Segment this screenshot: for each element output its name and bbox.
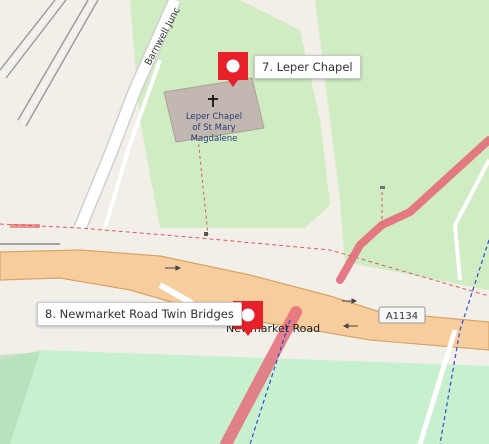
chapel-label-line-2: of St Mary [192,123,235,133]
route-highlight-south[interactable] [220,306,302,444]
cycle-path [249,319,291,444]
railway-lines [0,0,99,127]
chapel-label-line-1: Leper Chapel [186,112,242,122]
chapel-label-line-3: Magdalene [191,134,238,144]
road-ref-label: A1134 [386,311,418,322]
barnwell-junction-road[interactable] [74,0,181,231]
newmarket-road[interactable] [0,249,489,351]
marker-tooltip-newmarket-road-twin-bridges[interactable]: 8. Newmarket Road Twin Bridges [37,302,242,326]
marker-tooltip-leper-chapel[interactable]: 7. Leper Chapel [254,55,361,79]
boundary-path [0,223,489,297]
direction-arrows [165,265,358,329]
park-edge [0,352,40,444]
map-pin-icon[interactable] [216,50,250,88]
chapel-footpath [197,137,209,236]
road-ref-shield [378,306,426,324]
church-cross-icon [208,95,218,107]
route-highlight-north[interactable] [336,136,489,284]
leper-chapel-building[interactable] [163,77,265,143]
